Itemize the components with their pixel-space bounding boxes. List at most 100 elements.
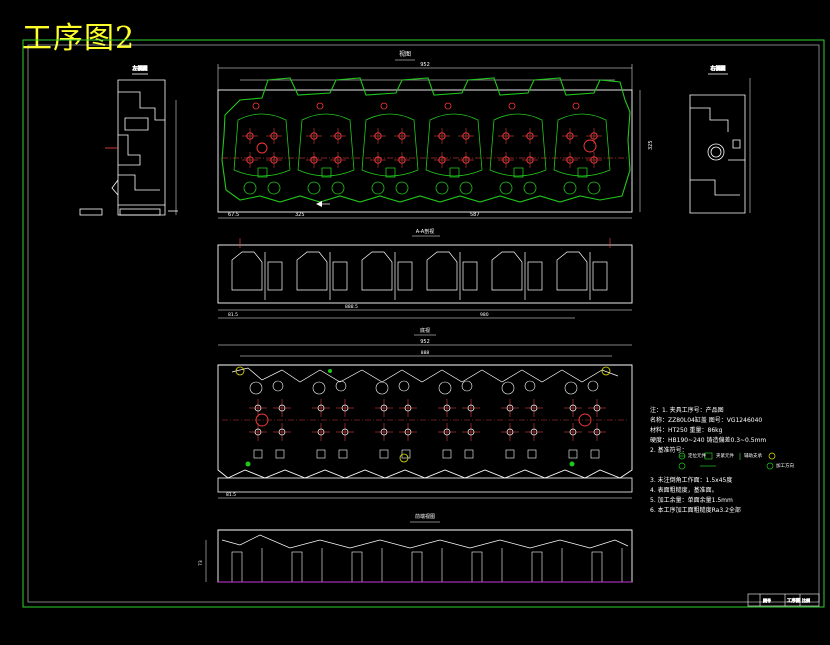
bottom-hole: [467, 404, 475, 412]
front-slot: [471, 551, 483, 583]
bolt-hole: [398, 156, 406, 164]
bolt-hole: [270, 156, 278, 164]
bottom-hole: [569, 428, 577, 436]
dim-bottom-span: 888: [421, 350, 430, 356]
port-square: [257, 167, 268, 178]
bolt-hole: [502, 156, 510, 164]
bottom-view-label: 底视: [420, 327, 430, 334]
bottom-hole: [506, 404, 514, 412]
section-cavity: [332, 261, 348, 291]
bottom-hole: [317, 428, 325, 436]
bottom-hole: [341, 404, 349, 412]
dim-front-height: 73: [198, 560, 204, 566]
valve-port: [587, 181, 601, 195]
section-port: [361, 251, 393, 291]
section-cavity: [592, 261, 608, 291]
bottom-hole: [569, 404, 577, 412]
dim-height: 325: [648, 140, 654, 150]
top-hole: [252, 102, 260, 110]
main-top-view: 视图 952 67.5 325 587 325: [217, 50, 654, 219]
port-square: [449, 167, 460, 178]
bolt-hole: [438, 132, 446, 140]
bottom-square: [568, 449, 578, 459]
bottom-hole: [593, 428, 601, 436]
drawing-inner-frame: [27, 44, 820, 603]
bolt-hole: [502, 132, 510, 140]
bolt-hole: [398, 132, 406, 140]
front-slot: [291, 551, 303, 583]
bolt-hole: [374, 156, 382, 164]
valve-port: [563, 181, 577, 195]
top-hole: [444, 102, 452, 110]
port-square: [321, 167, 332, 178]
note-1: 注：1. 夹具工序号：产品图: [650, 407, 724, 414]
bottom-hole: [317, 404, 325, 412]
note-8: 5. 加工余量：单面余量1.5mm: [650, 497, 733, 504]
valve-port: [395, 181, 409, 195]
cylinder-outline: [425, 113, 483, 177]
bottom-port: [524, 380, 536, 392]
valve-port: [307, 181, 321, 195]
section-view: A-A剖视 81.5 888.5 980: [217, 228, 633, 319]
cylinder-outline: [553, 113, 611, 177]
right-view-label: 右视图: [710, 65, 725, 72]
valve-port: [243, 181, 257, 195]
bottom-square: [590, 449, 600, 459]
bottom-hole: [278, 404, 286, 412]
note-7: 4. 表面粗糙度，基准面。: [650, 487, 718, 494]
bottom-square: [253, 449, 263, 459]
port-square: [577, 167, 588, 178]
injector-hole: [583, 139, 597, 153]
dim-sec-c: 81.5: [228, 312, 238, 318]
bolt-hole: [310, 156, 318, 164]
section-cavity: [527, 261, 543, 291]
valve-port: [459, 181, 473, 195]
valve-port: [499, 181, 513, 195]
legend-symbols: [678, 452, 776, 470]
dim-bottom-total: 952: [420, 339, 430, 345]
note-4: 硬度：HB190~240 铸造偏差0.3~0.5mm: [650, 437, 767, 444]
bottom-port: [312, 381, 326, 395]
bottom-port: [587, 380, 599, 392]
dim-sec-b: 980: [480, 312, 489, 318]
bottom-hole: [380, 428, 388, 436]
note-3: 材料：HT250 重量：86kg: [650, 427, 723, 434]
dim-sec-a: 888.5: [345, 304, 358, 310]
bolt-hole: [310, 132, 318, 140]
bottom-hole: [404, 404, 412, 412]
port-square: [513, 167, 524, 178]
bottom-square: [379, 449, 389, 459]
note-5: 2. 基准符号：: [650, 447, 688, 454]
bottom-hole: [278, 428, 286, 436]
left-view-label: 左视图: [132, 65, 147, 72]
section-port: [491, 251, 523, 291]
bottom-square: [275, 449, 285, 459]
dim-bottom-left: 81.5: [226, 492, 236, 498]
bottom-square: [527, 449, 537, 459]
dim-span-b: 587: [470, 212, 480, 218]
bolt-hole: [334, 132, 342, 140]
bottom-hole: [443, 428, 451, 436]
cylinder-outline: [489, 113, 547, 177]
bolt-hole: [462, 132, 470, 140]
bolt-hole: [566, 132, 574, 140]
bottom-hole: [530, 428, 538, 436]
bottom-hole: [380, 404, 388, 412]
titleblock-name: 工序图: [787, 597, 801, 604]
bottom-hole: [530, 404, 538, 412]
titleblock-number: 图号: [763, 597, 771, 603]
right-end-view: 右视图: [689, 65, 751, 214]
bottom-square: [401, 449, 411, 459]
bolt-hole: [526, 132, 534, 140]
bolt-hole: [566, 156, 574, 164]
top-hole: [508, 102, 516, 110]
bottom-hole: [341, 428, 349, 436]
section-port: [231, 251, 263, 291]
dim-span-a: 325: [295, 212, 305, 218]
bottom-port: [335, 380, 347, 392]
cylinder-outline: [361, 113, 419, 177]
dim-overall-length: 952: [420, 62, 430, 68]
bottom-hole: [443, 404, 451, 412]
